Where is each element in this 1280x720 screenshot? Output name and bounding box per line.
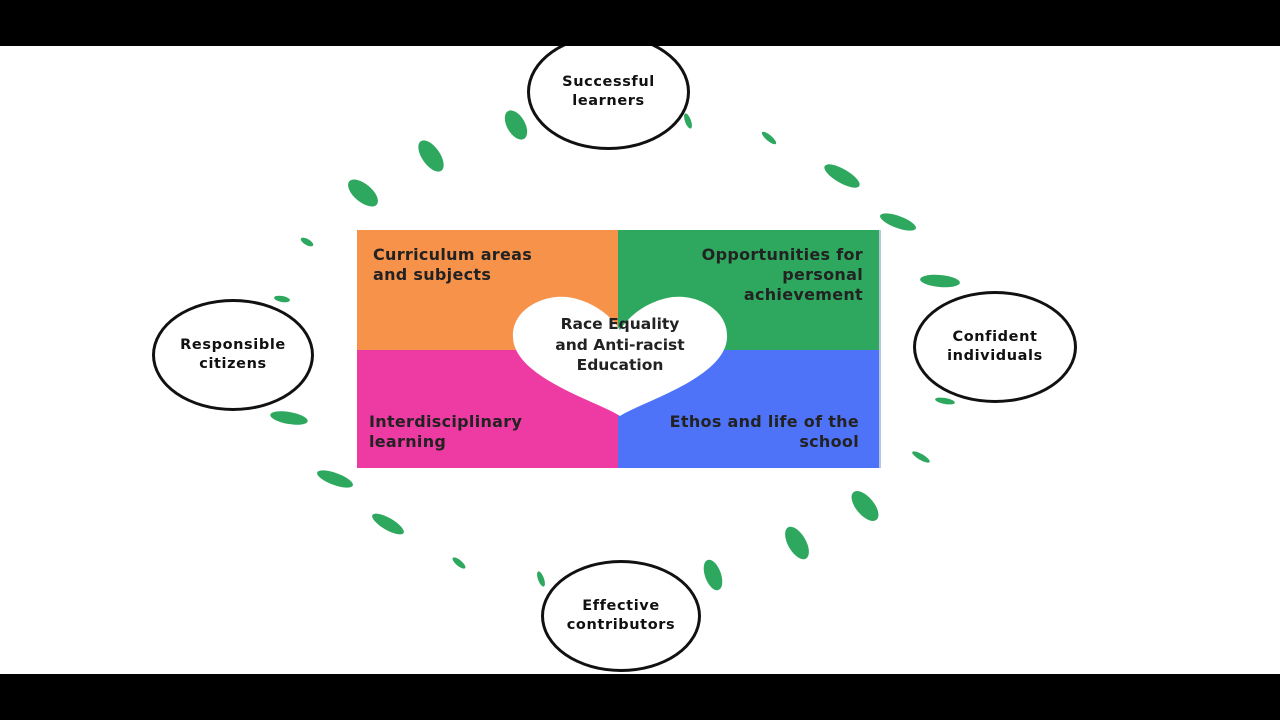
leaf-icon — [880, 213, 916, 231]
quadrant-line: Opportunities for — [701, 245, 863, 264]
capacity-line: Effective — [582, 598, 660, 614]
quadrant-line: achievement — [743, 285, 863, 304]
capacity-line: Responsible — [180, 337, 286, 353]
leaf-icon — [684, 113, 692, 129]
leaf-icon — [935, 397, 955, 405]
capacity-line: Confident — [952, 329, 1038, 345]
leaf-icon — [348, 179, 378, 207]
leaf-icon — [270, 411, 308, 425]
leaf-icon — [824, 164, 860, 188]
center-label: Race Equality and Anti-racist Education — [530, 314, 710, 376]
capacity-effective-contributors: Effective contributors — [541, 560, 701, 672]
quadrant-line: Ethos and life of the — [669, 412, 859, 431]
leaf-icon — [317, 470, 353, 488]
leaf-icon — [761, 131, 777, 145]
letterbox-top-bar — [0, 0, 1280, 46]
quadrant-line: Interdisciplinary — [369, 412, 523, 431]
leaf-icon — [418, 140, 444, 172]
quadrant-line: school — [799, 432, 859, 451]
diagram-canvas: Curriculum areas and subjects Opportunit… — [0, 46, 1280, 674]
center-line: Race Equality — [560, 315, 680, 333]
leaf-icon — [851, 491, 879, 521]
grid-edge-line — [879, 230, 881, 468]
leaf-icon — [920, 274, 960, 288]
capacity-confident-individuals: Confident individuals — [913, 291, 1077, 403]
quadrant-line: Curriculum areas — [373, 245, 533, 264]
leaf-icon — [452, 557, 466, 569]
leaf-icon — [504, 110, 528, 140]
capacity-line: citizens — [199, 356, 267, 372]
capacity-responsible-citizens: Responsible citizens — [152, 299, 314, 411]
leaf-icon — [372, 513, 404, 535]
quadrant-line: learning — [369, 432, 447, 451]
leaf-icon — [703, 559, 723, 591]
leaf-ring — [270, 110, 960, 591]
capacity-line: individuals — [947, 348, 1043, 364]
leaf-icon — [300, 237, 314, 247]
quadrant-line: and subjects — [373, 265, 492, 284]
letterbox-bottom-bar — [0, 674, 1280, 720]
center-line: and Anti-racist — [555, 335, 685, 354]
quadrant-line: personal — [782, 265, 863, 284]
center-line: Education — [576, 356, 664, 374]
capacity-line: learners — [572, 93, 645, 109]
leaf-icon — [537, 571, 545, 587]
leaf-icon — [274, 295, 290, 303]
leaf-icon — [912, 451, 930, 463]
heart-shape — [512, 296, 728, 416]
leaf-icon — [785, 526, 809, 560]
capacity-line: contributors — [566, 617, 676, 633]
capacity-successful-learners: Successful learners — [527, 46, 690, 150]
capacity-line: Successful — [562, 74, 655, 90]
heart-icon — [512, 296, 728, 416]
